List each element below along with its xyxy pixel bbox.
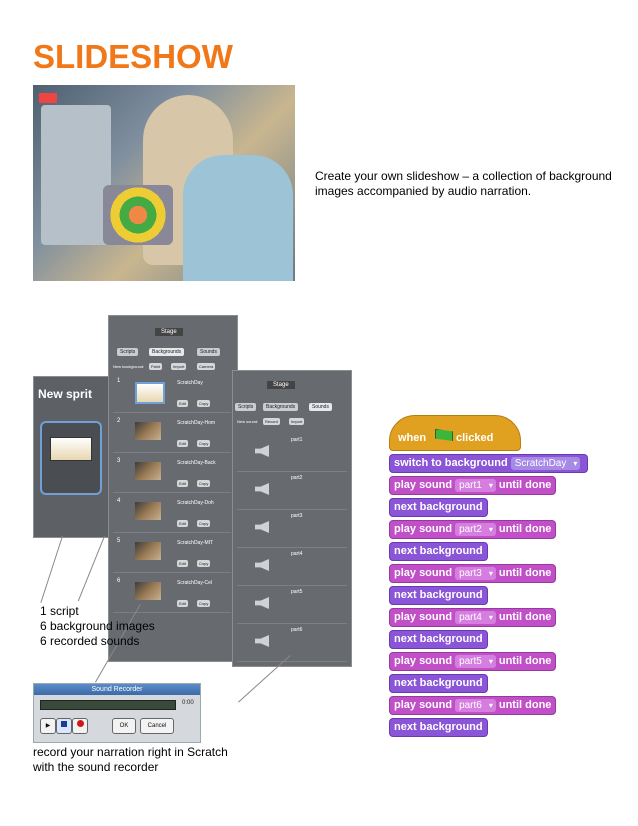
stage-label: Stage [48,547,76,558]
sound-block: play soundpart3until done [389,564,557,583]
sound-row: part1 [237,433,347,472]
note-backgrounds: 6 background images [40,619,155,633]
cancel-button[interactable]: Cancel [140,718,174,734]
block-dropdown: part1 [455,479,496,492]
sound-row: part6 [237,623,347,662]
looks-block: next background [389,586,488,605]
bg-panel-header: Stage [155,328,183,336]
paint-button: Paint [149,363,163,370]
looks-block: next background [389,630,488,649]
tab-backgrounds: Backgrounds [149,348,185,356]
sound-block: play soundpart6until done [389,696,557,715]
block-dropdown: ScratchDay [510,457,581,470]
sound-row: part3 [237,509,347,548]
bg-row: 2 ScratchDay-Hom Edit Copy [113,416,231,453]
speaker-icon [255,597,269,609]
recorder-time: 0:00 [182,700,194,706]
bg-row: 1 ScratchDay Edit Copy [113,376,231,413]
import-button: Import [289,418,305,425]
sound-row: part4 [237,547,347,586]
speaker-icon [255,445,269,457]
sound-block: play soundpart1until done [389,476,557,495]
leader-line [77,536,105,602]
bg-row: 3 ScratchDay-Back Edit Copy [113,456,231,493]
sound-block: play soundpart2until done [389,520,557,539]
sound-block: play soundpart5until done [389,652,557,671]
speaker-icon [255,559,269,571]
when-flag-clicked-block: when clicked [389,415,521,451]
block-dropdown: part5 [455,655,496,668]
sound-recorder-dialog: Sound Recorder 0:00 ▶ OK Cancel [33,683,201,743]
bg-row: 4 ScratchDay-Doh Edit Copy [113,496,231,533]
record-icon[interactable] [72,718,88,734]
sound-block: play soundpart4until done [389,608,557,627]
recorder-level-bar [40,700,176,710]
backgrounds-panel-screenshot: Stage Scripts Backgrounds Sounds New bac… [108,315,238,662]
page-title: SLIDESHOW [33,38,233,75]
ok-button[interactable]: OK [112,718,136,734]
snd-panel-header: Stage [267,381,295,389]
import-button: Import [171,363,187,370]
tab-scripts: Scripts [117,348,139,356]
note-scripts: 1 script [40,604,79,618]
stage-thumbnail [50,437,92,461]
block-dropdown: part3 [455,567,496,580]
looks-block: next background [389,542,488,561]
sound-row: part2 [237,471,347,510]
block-dropdown: part4 [455,611,496,624]
speaker-icon [255,521,269,533]
recorder-title: Sound Recorder [34,684,200,695]
tab-sounds: Sounds [309,403,332,411]
green-flag-icon [435,429,453,441]
block-dropdown: part2 [455,523,496,536]
sounds-panel-screenshot: Stage Scripts Backgrounds Sounds New sou… [232,370,352,667]
sound-row: part5 [237,585,347,624]
speaker-icon [255,483,269,495]
stage-panel-screenshot: New sprit Stage [33,376,113,558]
recorder-caption: record your narration right in Scratch w… [33,745,228,774]
stop-icon[interactable] [56,718,72,734]
photo-child-at-laptop [33,85,295,281]
speaker-icon [255,635,269,647]
looks-block: next background [389,674,488,693]
camera-button: Camera [197,363,216,370]
looks-block: next background [389,718,488,737]
looks-block: next background [389,498,488,517]
description-text: Create your own slideshow – a collection… [315,169,612,198]
note-sounds: 6 recorded sounds [40,634,140,648]
bg-row: 6 ScratchDay-Cel Edit Copy [113,576,231,613]
block-dropdown: part6 [455,699,496,712]
record-button: Record [263,418,280,425]
bg-toolbar-label: New background: [113,364,145,369]
bg-row: 5 ScratchDay-MIT Edit Copy [113,536,231,573]
play-icon[interactable]: ▶ [40,718,56,734]
stage-thumbnail-box: Stage [40,421,102,558]
summary-notes: 1 script 6 background images 6 recorded … [40,604,155,649]
tab-sounds: Sounds [197,348,220,356]
snd-toolbar-label: New sound: [237,419,259,424]
stage-panel-heading: New sprit [38,387,93,401]
tab-scripts: Scripts [235,403,257,411]
tab-backgrounds: Backgrounds [263,403,299,411]
